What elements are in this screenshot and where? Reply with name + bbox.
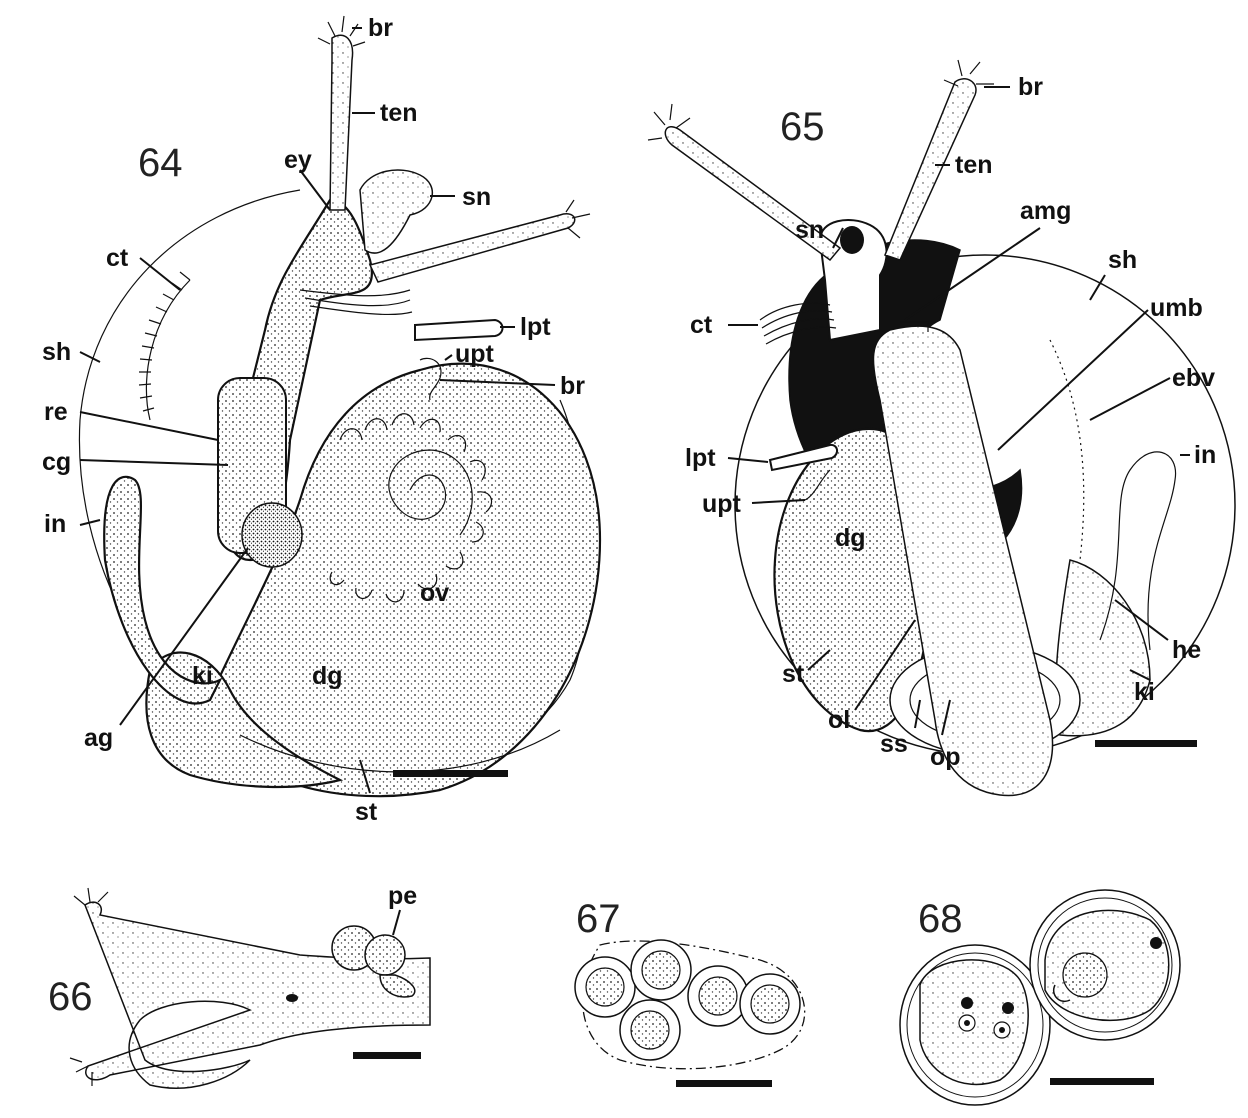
fig65-label-ki: ki — [1134, 678, 1155, 706]
fig65-label-ol: ol — [828, 706, 850, 734]
fig64-label-ov: ov — [420, 579, 449, 607]
fig66-label-pe: pe — [388, 882, 417, 910]
fig65-label-lpt: lpt — [685, 444, 716, 472]
fig64-anal-gland — [242, 503, 302, 567]
fig65-label-ten: ten — [955, 151, 993, 179]
fig68-embryo-right — [1030, 890, 1180, 1040]
fig65-label-st: st — [782, 660, 805, 688]
fig64-scale-bar — [393, 770, 508, 777]
figure-64-number: 64 — [138, 141, 183, 185]
fig65-snout-eye — [840, 226, 864, 254]
fig65-label-dg: dg — [835, 524, 866, 552]
fig66-body — [85, 902, 430, 1088]
fig66-scale-bar — [353, 1052, 421, 1059]
figure-64: 64 — [42, 14, 600, 826]
fig64-label-sh: sh — [42, 338, 71, 366]
fig67-eggs — [575, 940, 800, 1060]
fig64-label-ki: ki — [192, 662, 213, 690]
fig64-label-ten: ten — [380, 99, 418, 127]
fig65-efferent-vessel — [1050, 340, 1084, 560]
fig64-tentacle-top — [330, 35, 353, 210]
fig68-embryo-left — [900, 945, 1050, 1105]
fig65-label-sn: sn — [795, 216, 824, 244]
fig66-leader-pe — [393, 910, 400, 935]
fig65-label-ss: ss — [880, 730, 908, 758]
fig68-scale-bar — [1050, 1078, 1154, 1085]
figure-67: 67 — [575, 897, 805, 1087]
figure-67-number: 67 — [576, 897, 621, 941]
fig64-label-br-top: br — [368, 14, 393, 42]
fig64-label-in: in — [44, 510, 66, 538]
fig64-label-st: st — [355, 798, 378, 826]
figure-65-number: 65 — [780, 105, 825, 149]
fig64-label-upt: upt — [455, 340, 495, 368]
fig64-label-ag: ag — [84, 724, 113, 752]
fig64-label-cg: cg — [42, 448, 71, 476]
fig64-label-re: re — [44, 398, 68, 426]
fig64-label-ct: ct — [106, 244, 129, 272]
fig65-label-br: br — [1018, 73, 1043, 101]
figure-68-number: 68 — [918, 897, 963, 941]
fig64-snout — [360, 170, 432, 253]
fig66-eye — [286, 994, 298, 1002]
fig64-label-sn: sn — [462, 183, 491, 211]
fig65-label-sh: sh — [1108, 246, 1137, 274]
fig65-label-he: he — [1172, 636, 1201, 664]
fig64-lower-tentacle — [415, 320, 503, 340]
fig65-label-ct: ct — [690, 311, 713, 339]
fig65-label-amg: amg — [1020, 197, 1071, 225]
fig64-label-br-mid: br — [560, 372, 585, 400]
fig64-label-lpt: lpt — [520, 313, 551, 341]
figure-65: 65 — [648, 60, 1235, 796]
figure-66: 66 pe — [48, 882, 430, 1088]
fig67-scale-bar — [676, 1080, 772, 1087]
figure-66-number: 66 — [48, 975, 93, 1019]
fig64-label-dg: dg — [312, 662, 343, 690]
fig65-label-umb: umb — [1150, 294, 1203, 322]
fig64-label-ey: ey — [284, 146, 312, 174]
fig65-scale-bar — [1095, 740, 1197, 747]
fig64-ctenidium — [139, 272, 190, 420]
fig65-label-ebv: ebv — [1172, 364, 1215, 392]
fig65-label-in: in — [1194, 441, 1216, 469]
fig65-label-op: op — [930, 743, 961, 771]
fig65-label-upt: upt — [702, 490, 742, 518]
figure-68: 68 — [900, 890, 1180, 1105]
